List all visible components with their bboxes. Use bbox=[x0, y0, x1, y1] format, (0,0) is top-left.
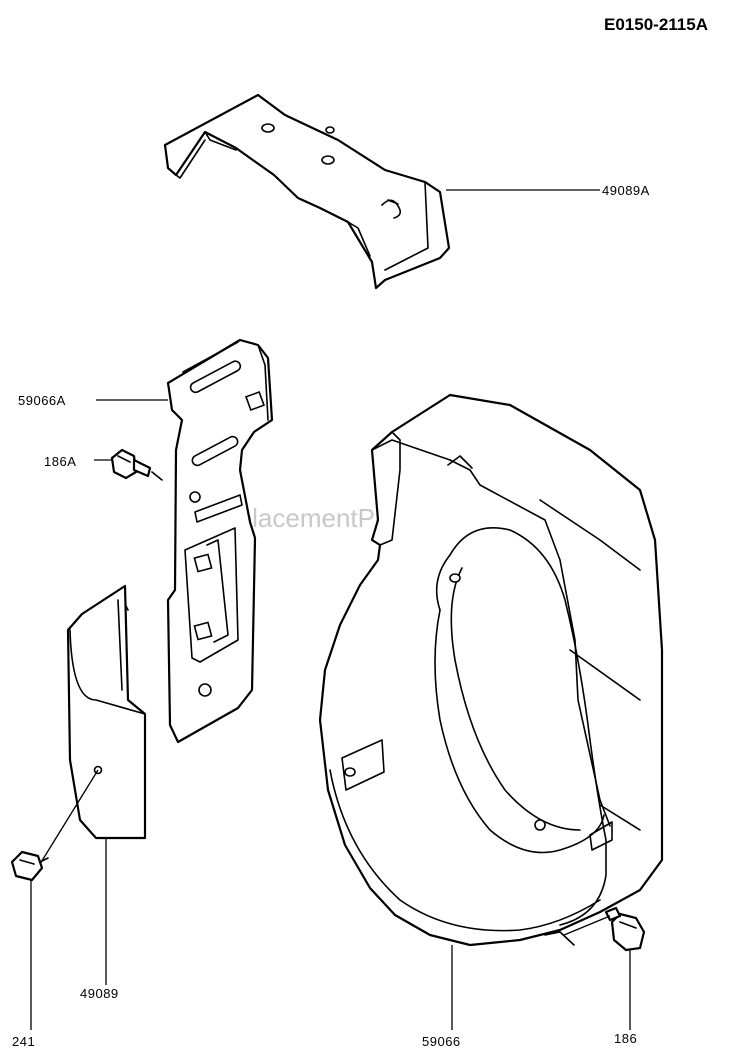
label-49089A: 49089A bbox=[602, 183, 650, 198]
label-241: 241 bbox=[12, 1034, 35, 1049]
part-59066-blower-housing[interactable] bbox=[318, 393, 664, 947]
label-186: 186 bbox=[614, 1031, 637, 1046]
part-59066A-bracket[interactable] bbox=[166, 338, 274, 744]
part-186-screw[interactable] bbox=[604, 906, 646, 952]
label-49089: 49089 bbox=[80, 986, 119, 1001]
part-49089A-cover-plate[interactable] bbox=[163, 93, 451, 290]
part-186A-screw[interactable] bbox=[110, 448, 163, 481]
label-59066A: 59066A bbox=[18, 393, 66, 408]
diagram-id: E0150-2115A bbox=[604, 15, 708, 34]
label-186A: 186A bbox=[44, 454, 76, 469]
leader-lines bbox=[30, 189, 631, 1030]
part-49089-curved-shield[interactable] bbox=[66, 584, 147, 840]
label-59066: 59066 bbox=[422, 1034, 461, 1049]
part-241-screw[interactable] bbox=[10, 850, 49, 882]
